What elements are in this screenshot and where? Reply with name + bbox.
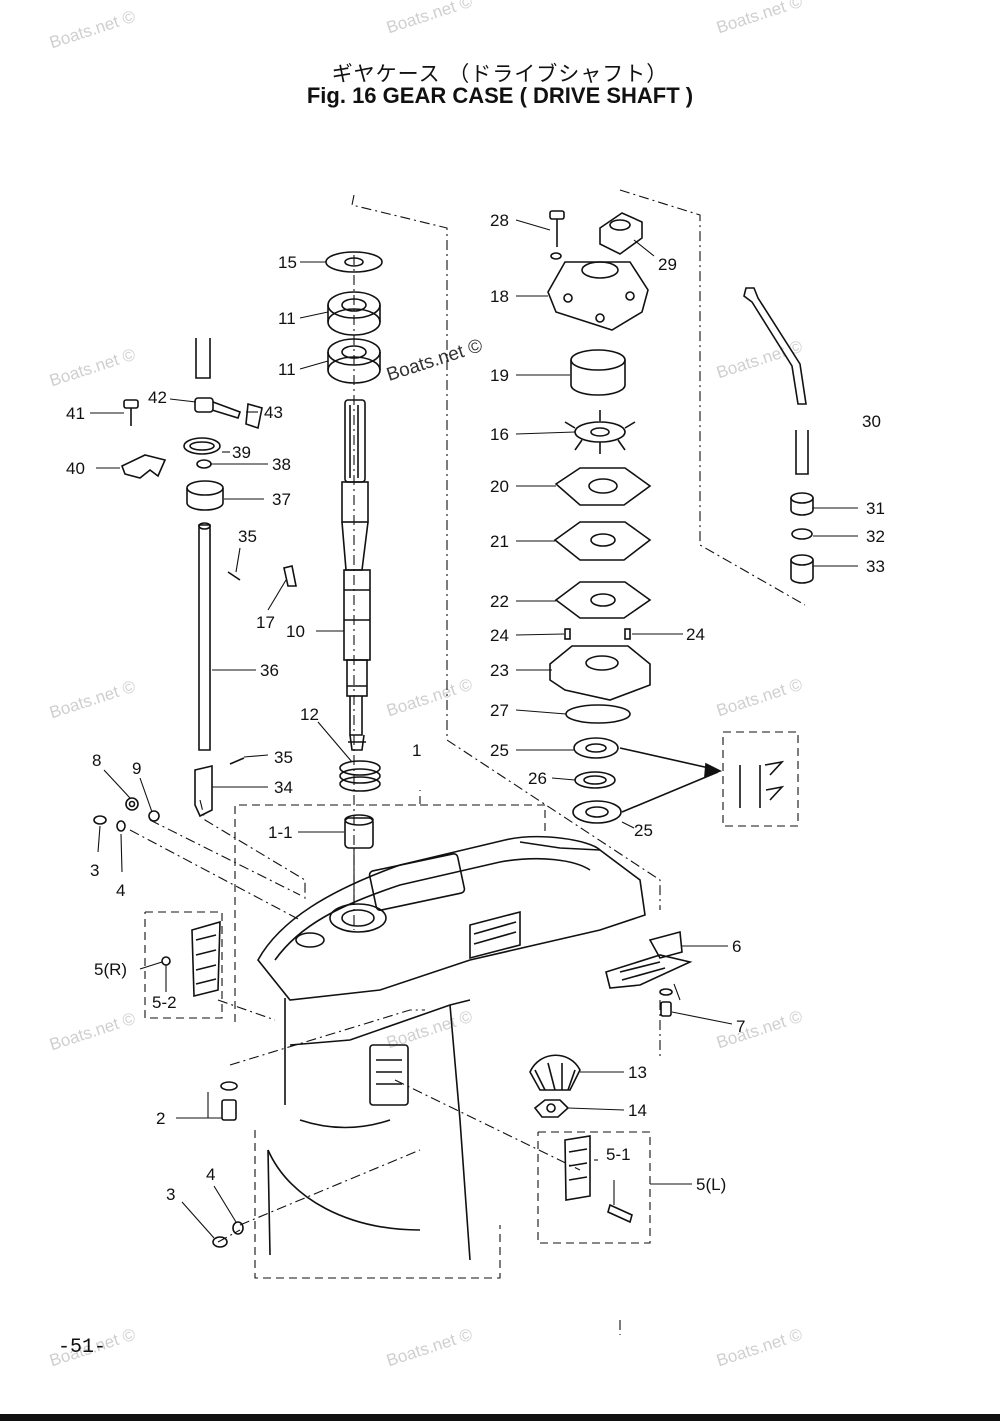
part-label: 35 [274, 748, 293, 767]
part-label: 24 [686, 625, 705, 644]
figure-title: Fig. 16 GEAR CASE ( DRIVE SHAFT ) [306, 83, 694, 108]
part-label: 11 [278, 309, 296, 328]
part-label: 1-1 [268, 823, 293, 842]
assembly-guide-lines [129, 189, 806, 1335]
leader-lines [90, 219, 858, 1239]
part-label: 3 [90, 861, 99, 880]
part-label: 6 [732, 937, 741, 956]
part-label: 9 [132, 759, 141, 778]
part-label: 16 [490, 425, 509, 444]
page-number: -51- [58, 1336, 107, 1359]
part-label: 8 [92, 751, 101, 770]
part-label: 5(L) [696, 1175, 726, 1194]
part-label: 41 [66, 404, 85, 423]
part-label: 26 [528, 769, 547, 788]
part-label: 14 [628, 1101, 647, 1120]
gear-case-body [257, 835, 646, 1261]
part-label: 43 [264, 403, 283, 422]
part-number-labels: 15 11 11 41 42 43 39 38 40 37 35 17 10 3… [66, 211, 885, 1204]
part-label: 38 [272, 455, 291, 474]
part-label: 1 [412, 741, 421, 760]
part-label: 24 [490, 626, 509, 645]
part-label: 19 [490, 366, 509, 385]
part-label: 4 [206, 1165, 215, 1184]
part-label: 17 [256, 613, 275, 632]
part-label: 36 [260, 661, 279, 680]
part-label: 13 [628, 1063, 647, 1082]
part-label: 29 [658, 255, 677, 274]
anode-group [161, 920, 693, 1248]
gear-case-outline-box [144, 731, 799, 1279]
part-label: 35 [238, 527, 257, 546]
part-label: 3 [166, 1185, 175, 1204]
drive-shaft-group [283, 251, 383, 849]
part-label: 28 [490, 211, 509, 230]
part-label: 37 [272, 490, 291, 509]
part-label: 25 [634, 821, 653, 840]
part-label: 4 [116, 881, 125, 900]
part-label: 25 [490, 741, 509, 760]
part-label: 21 [490, 532, 509, 551]
part-label: 27 [490, 701, 509, 720]
part-label: 39 [232, 443, 251, 462]
part-label: 23 [490, 661, 509, 680]
part-label: 5-2 [152, 993, 177, 1012]
part-label: 10 [286, 622, 305, 641]
part-label: 33 [866, 557, 885, 576]
part-label: 11 [278, 360, 296, 379]
part-label: 2 [156, 1109, 165, 1128]
part-label: 20 [490, 477, 509, 496]
part-label: 12 [300, 705, 319, 724]
part-label: 32 [866, 527, 885, 546]
title-japanese: ギヤケース （ドライブシャフト） [331, 62, 669, 86]
part-label: 31 [866, 499, 885, 518]
part-label: 7 [736, 1017, 745, 1036]
part-label: 5-1 [606, 1145, 631, 1164]
water-pump-group [547, 210, 785, 824]
part-label: 34 [274, 778, 293, 797]
part-label: 42 [148, 388, 167, 407]
part-label: 22 [490, 592, 509, 611]
water-tube-group [743, 287, 814, 584]
part-label: 18 [490, 287, 509, 306]
part-label: 40 [66, 459, 85, 478]
shift-rod-group [93, 338, 263, 832]
part-label: 5(R) [94, 960, 127, 979]
part-label: 15 [278, 253, 297, 272]
bottom-border [0, 1414, 1000, 1421]
part-label: 30 [862, 412, 881, 431]
